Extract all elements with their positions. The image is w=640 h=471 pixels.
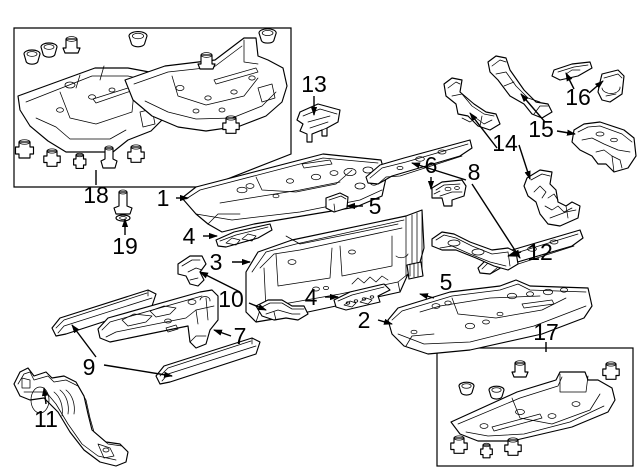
callout-17: 17: [533, 319, 559, 345]
callout-7: 7: [234, 323, 247, 349]
callout-5-upper: 5: [369, 193, 382, 219]
leader-lines: [41, 72, 604, 405]
callout-14: 14: [492, 130, 518, 156]
callout-19: 19: [112, 233, 138, 259]
callout-4-upper: 4: [183, 223, 196, 249]
callout-10: 10: [218, 286, 244, 312]
part-10-gusset-upper: [177, 255, 207, 287]
callout-18: 18: [83, 182, 109, 208]
leader-7: [213, 329, 232, 337]
part-15-crossmember-right: [571, 121, 637, 173]
leader-9-lower: [103, 364, 173, 378]
callout-16: 16: [565, 84, 591, 110]
part-14-rear-crossmember: [523, 169, 581, 227]
part-13-front-side-member-bracket: [296, 103, 341, 143]
part-2-rear-floor-pan: [387, 279, 593, 355]
callout-1: 1: [157, 185, 170, 211]
part-11-wheelhouse-inner-panel: [13, 367, 129, 467]
part-9-side-sill-rail-lower: [155, 337, 261, 385]
inset-box-18: [13, 27, 292, 188]
leader-8-upper: [411, 162, 467, 181]
part-16-end-cap: [597, 69, 625, 103]
leader-10-lower: [248, 302, 267, 311]
part-7-front-crossmember: [97, 289, 219, 349]
leader-16-cap: [588, 80, 604, 94]
part-12-rear-suspension-crossmember: [431, 231, 519, 271]
part-16-small-plate: [551, 61, 593, 81]
part-6-seat-mount-bracket: [431, 179, 467, 207]
callout-11: 11: [34, 406, 58, 432]
retainer-clip-group-17: [450, 360, 620, 459]
leader-15-right: [556, 129, 576, 136]
leader-11: [41, 387, 49, 405]
floor-silencer-cover-right: [124, 37, 288, 132]
callout-15: 15: [528, 116, 554, 142]
callout-4-lower: 4: [305, 284, 318, 310]
leader-8-lower: [471, 183, 521, 259]
floor-under-cover-17: [450, 371, 616, 442]
part-5-small-bracket-upper: [325, 192, 349, 213]
part-14-crossmember-left: [443, 77, 501, 131]
part-8-side-rocker-rail-upper: [365, 139, 473, 185]
retainer-clip-group-18: [14, 28, 277, 169]
part-4-tunnel-reinforcement-upper: [215, 223, 273, 248]
leader-12: [507, 250, 522, 257]
leader-14-right: [518, 144, 531, 180]
callout-13: 13: [301, 71, 327, 97]
callout-9: 9: [83, 354, 96, 380]
part-19-push-pin-clip: [113, 189, 133, 222]
callout-12: 12: [527, 239, 553, 265]
leader-14-left: [469, 112, 498, 149]
leader-9-upper: [71, 324, 97, 358]
leader-5b: [419, 293, 435, 300]
leader-10-upper: [199, 271, 241, 293]
callout-8: 8: [468, 159, 481, 185]
leader-2: [377, 318, 393, 325]
callout-2: 2: [358, 307, 371, 333]
callout-6: 6: [425, 152, 438, 178]
part-4-tunnel-reinforcement-lower: [333, 283, 391, 311]
part-5-small-bracket-lower: [406, 261, 424, 280]
callout-3: 3: [210, 249, 223, 275]
inset-box-17: [436, 347, 634, 467]
callout-labels: 1 2 3 4 4 5 5 6 7 8 9 10 11 12 13 14 15 …: [34, 71, 591, 432]
part-15-rear-crossmember-upper: [487, 55, 553, 119]
leader-15-upper: [520, 93, 546, 123]
leader-16-plate: [565, 72, 575, 90]
part-1-front-floor-pan: [181, 153, 387, 233]
callout-5-lower: 5: [440, 269, 453, 295]
